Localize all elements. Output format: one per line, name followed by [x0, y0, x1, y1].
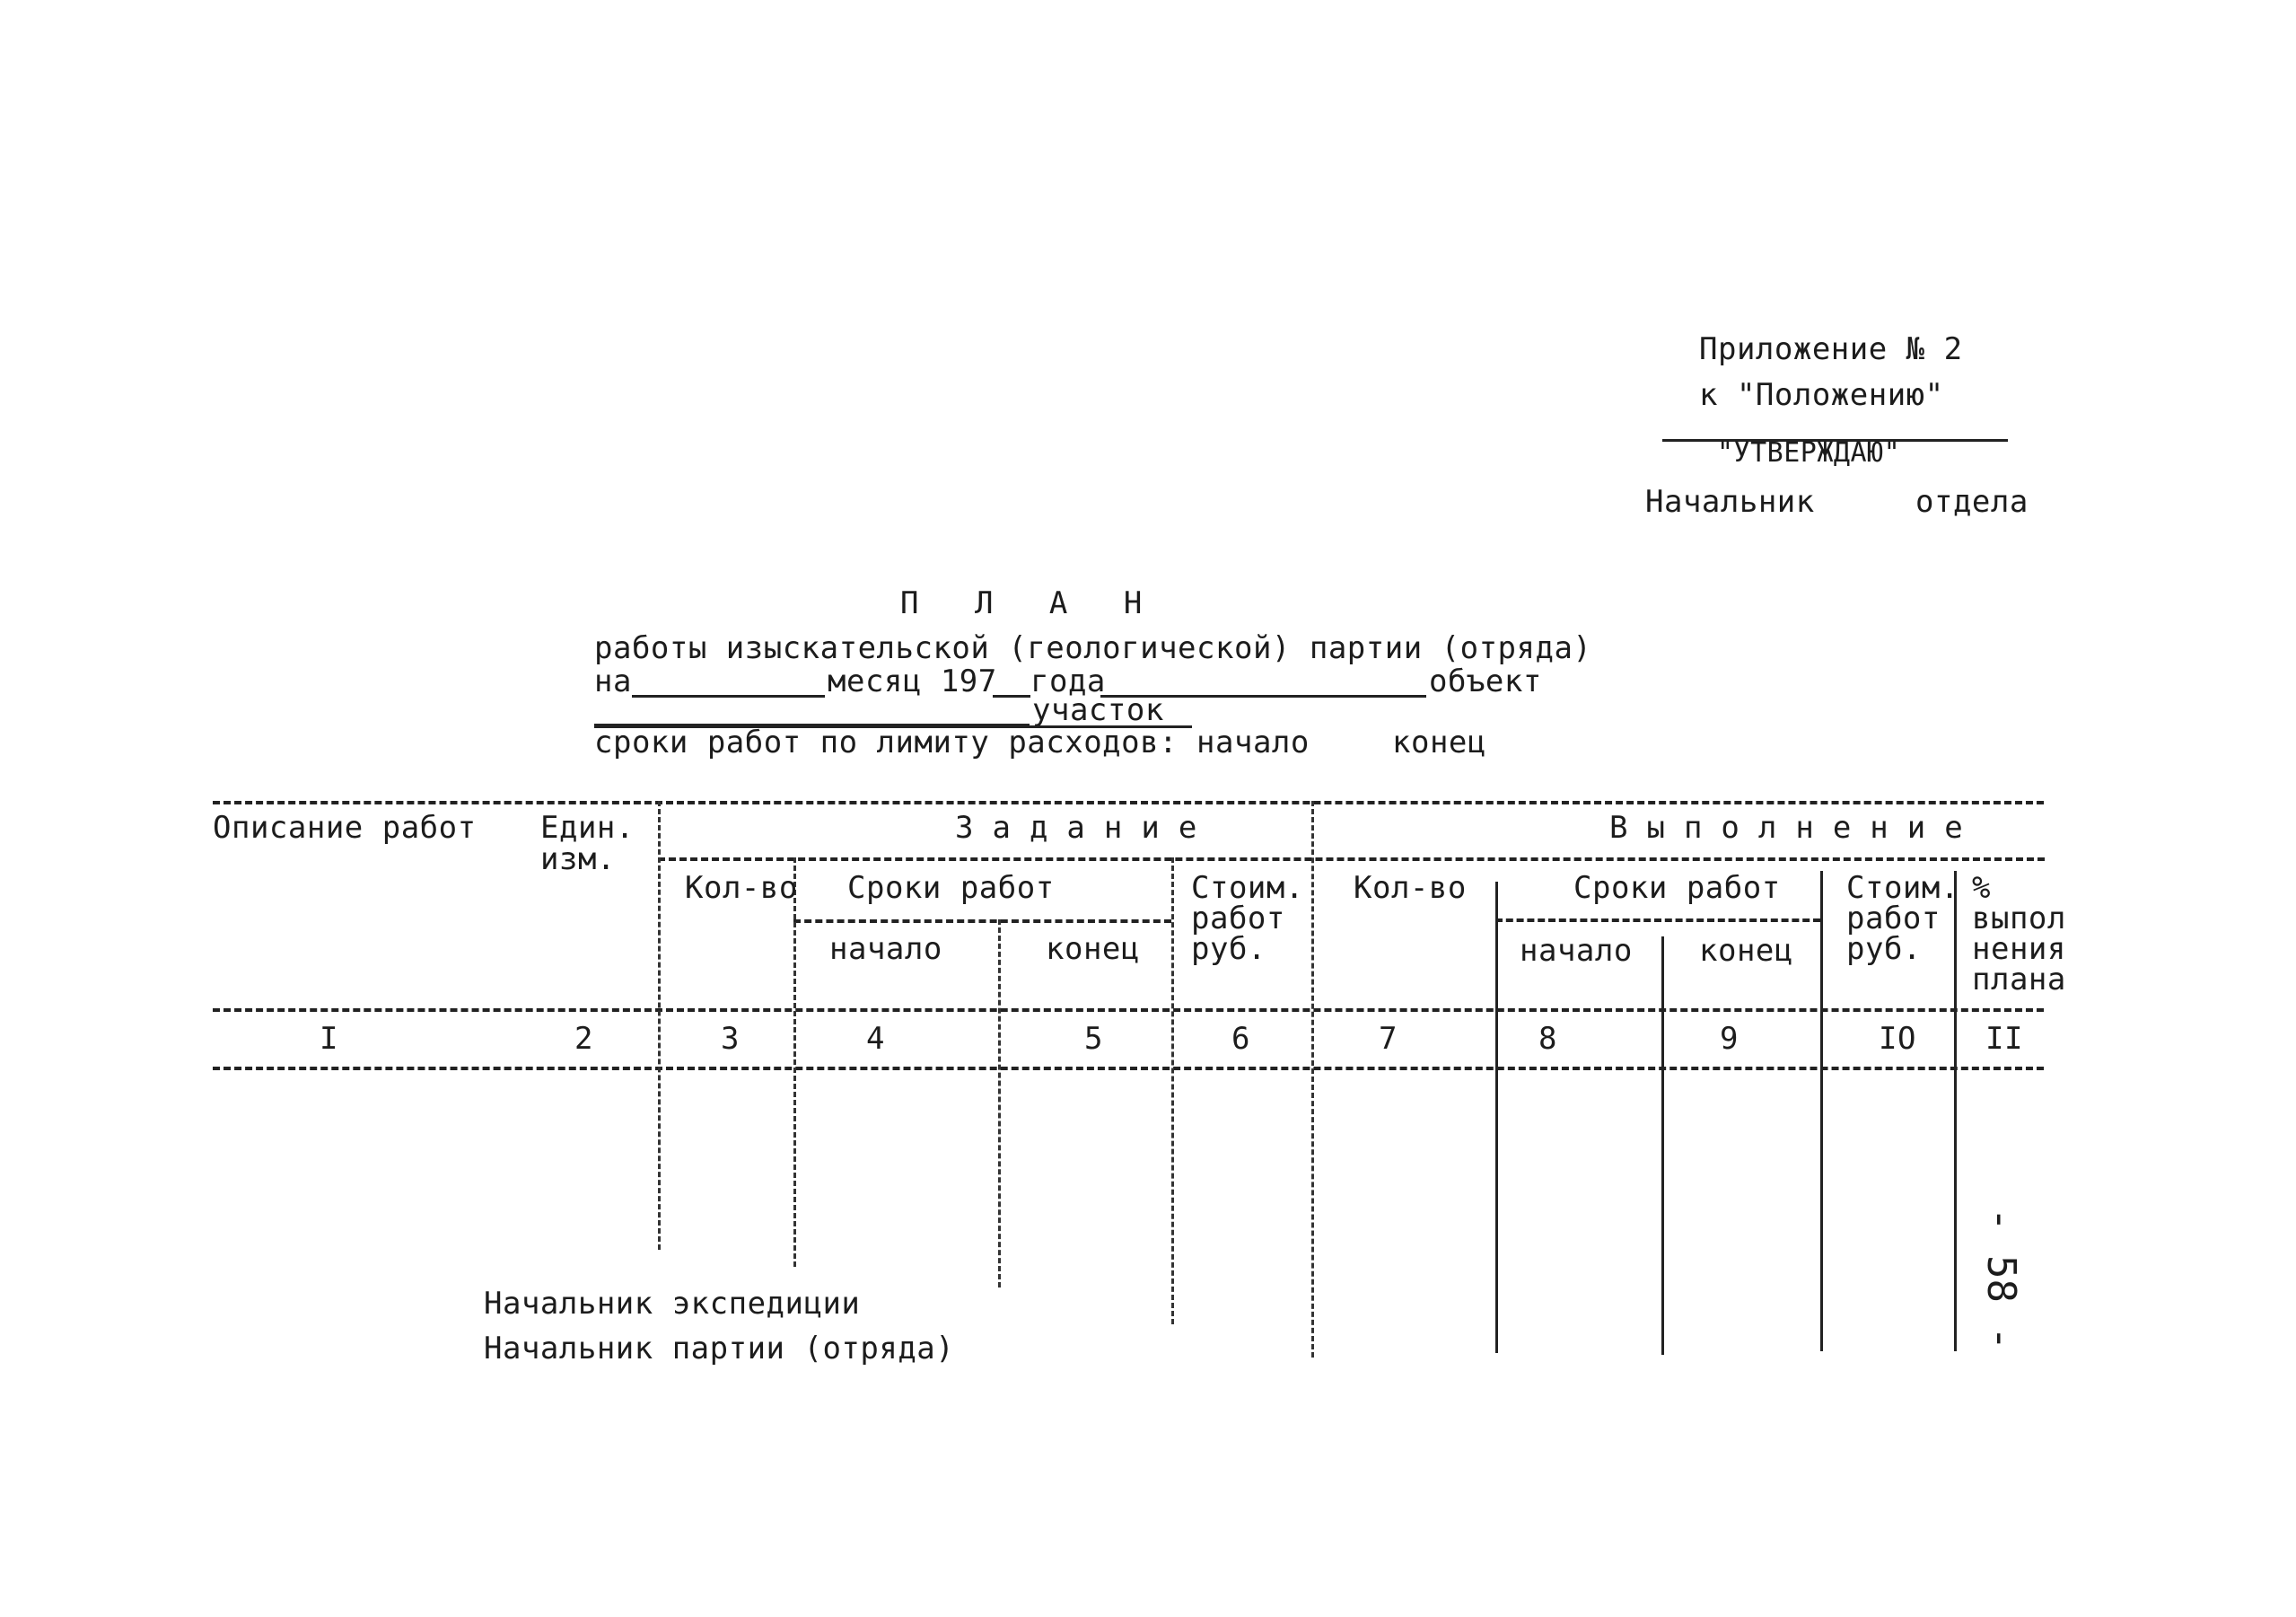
- page-number: - 58 -: [1978, 1208, 2024, 1350]
- party-head-signature: Начальник партии (отряда): [484, 1331, 955, 1367]
- col-number: I: [320, 1021, 338, 1057]
- exec-cost-header-3: руб.: [1846, 931, 1922, 967]
- na-blank: [632, 695, 825, 698]
- object-label: объект: [1429, 663, 1542, 699]
- approve-rule: [1662, 439, 2008, 442]
- group-execution-header: Выполнение: [1609, 810, 1982, 846]
- col-number: 3: [721, 1021, 740, 1057]
- col-rule-7-8: [1495, 882, 1498, 1353]
- pct-header: %: [1972, 870, 1991, 906]
- col-number: 2: [574, 1021, 593, 1057]
- terms-rule: [594, 725, 1192, 728]
- header-bottom-rule: [213, 1008, 2044, 1012]
- table-top-rule: [213, 801, 2044, 804]
- numbers-bottom-rule: [213, 1067, 2044, 1070]
- task-cost-header-2: работ: [1191, 901, 1285, 936]
- col-rule-2-3: [658, 801, 661, 1250]
- year-line-blank: [1100, 695, 1426, 698]
- col-number: 4: [866, 1021, 885, 1057]
- head-label: Начальник: [1645, 484, 1815, 520]
- col-number: 9: [1720, 1021, 1739, 1057]
- task-cost-header: Стоим.: [1191, 870, 1304, 906]
- exec-cost-header: Стоим.: [1846, 870, 1959, 906]
- appendix-label: Приложение № 2: [1699, 331, 1963, 367]
- exec-terms-header: Сроки работ: [1573, 870, 1781, 906]
- na-label: на: [594, 663, 632, 699]
- col-number: 6: [1231, 1021, 1250, 1057]
- section-blank: [594, 724, 1030, 726]
- department-label: отдела: [1915, 484, 2029, 520]
- col-number: 8: [1538, 1021, 1557, 1057]
- col-rule-4-5: [998, 919, 1001, 1287]
- exec-qty-header: Кол-во: [1354, 870, 1467, 906]
- exec-cost-header-2: работ: [1846, 901, 1941, 936]
- col-number: IO: [1879, 1021, 1916, 1057]
- col-number: II: [1985, 1021, 2023, 1057]
- group-divider-rule: [658, 857, 2045, 861]
- expedition-head-signature: Начальник экспедиции: [484, 1286, 861, 1322]
- col-rule-10-11: [1954, 871, 1957, 1351]
- group-task-header: Задание: [955, 810, 1216, 846]
- month-label: месяц 197: [828, 663, 997, 699]
- col-number: 7: [1379, 1021, 1398, 1057]
- exec-start-header: начало: [1520, 933, 1633, 969]
- col-unit-header: Един.: [540, 810, 635, 846]
- exec-end-header: конец: [1699, 933, 1793, 969]
- col-number: 5: [1084, 1021, 1103, 1057]
- task-start-header: начало: [829, 931, 942, 967]
- task-qty-header: Кол-во: [685, 870, 798, 906]
- pct-header-4: плана: [1972, 962, 2066, 997]
- col-rule-9-10: [1820, 871, 1823, 1351]
- col-unit-header-2: изм.: [540, 841, 616, 877]
- plan-subtitle: работы изыскательской (геологической) па…: [594, 630, 1592, 666]
- section-label: участок: [1032, 692, 1164, 728]
- col-rule-8-9: [1661, 936, 1664, 1355]
- plan-title: П Л А Н: [900, 585, 1161, 621]
- task-terms-header: Сроки работ: [847, 870, 1055, 906]
- terms-task-subrule: [793, 919, 1171, 923]
- pct-header-3: нения: [1972, 931, 2066, 967]
- approve-stamp: "УТВЕРЖДАЮ": [1717, 437, 1901, 469]
- year-label: года: [1030, 663, 1106, 699]
- col-description-header: Описание работ: [213, 810, 477, 846]
- regulation-reference: к "Положению": [1699, 377, 1944, 413]
- terms-end-label: конец: [1392, 725, 1486, 760]
- col-rule-3-4: [793, 857, 796, 1267]
- col-rule-5-6: [1171, 857, 1174, 1324]
- col-rule-6-7: [1311, 801, 1314, 1358]
- terms-start-label: сроки работ по лимиту расходов: начало: [594, 725, 1310, 760]
- task-cost-header-3: руб.: [1191, 931, 1266, 967]
- task-end-header: конец: [1046, 931, 1140, 967]
- terms-exec-subrule: [1495, 918, 1820, 922]
- year-blank: [993, 695, 1030, 698]
- pct-header-2: выпол: [1972, 901, 2066, 936]
